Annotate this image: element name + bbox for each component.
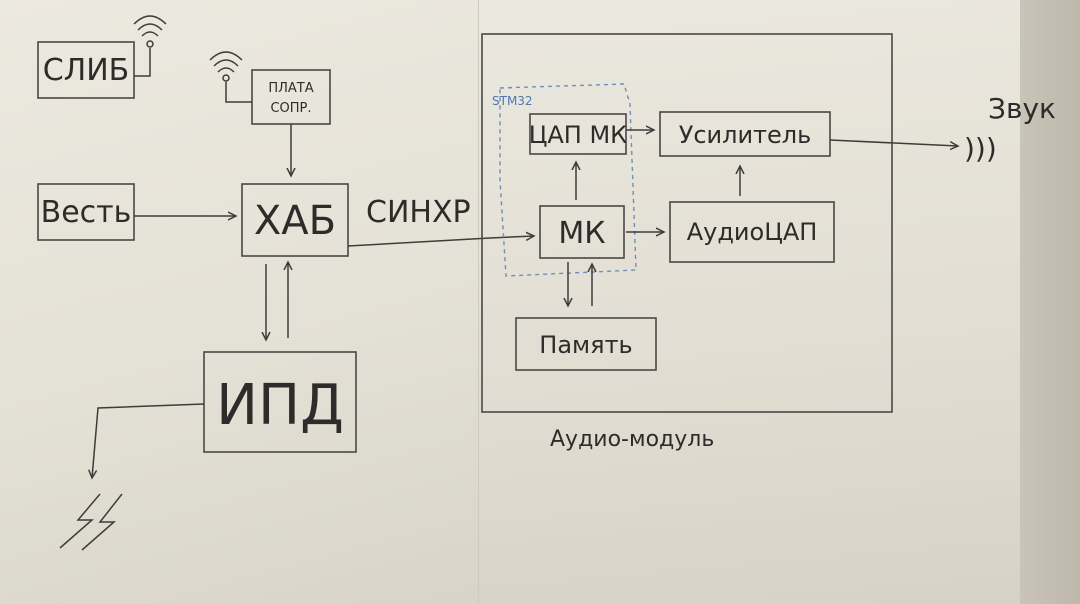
- usilitel-block: Усилитель: [659, 111, 831, 157]
- pamyat-box: [515, 317, 657, 371]
- vest-label: Весть: [41, 195, 132, 230]
- pamyat-label: Память: [539, 331, 632, 359]
- cap-mk-block: ЦАП МК: [529, 113, 627, 155]
- pamyat-block: Память: [515, 317, 657, 371]
- mk-label: МК: [558, 216, 605, 251]
- plata-sopr-block: ПЛАТА СОПР.: [251, 69, 331, 125]
- audio-module-label: Аудио-модуль: [550, 427, 714, 452]
- vest-block: Весть: [37, 183, 135, 241]
- cap-mk-box: [529, 113, 627, 155]
- stm32-region: [499, 83, 637, 277]
- usilitel-label: Усилитель: [679, 121, 812, 149]
- mk-box: [539, 205, 625, 259]
- cap-mk-label: ЦАП МК: [529, 121, 627, 149]
- amp-to-sound-arrow: [829, 139, 958, 146]
- hub-to-mk-arrow: [347, 236, 534, 247]
- paper-edge: [1020, 0, 1080, 604]
- mk-block: МК: [539, 205, 625, 259]
- audiocap-label: АудиоЦАП: [687, 218, 818, 246]
- plata-label: ПЛАТА: [268, 81, 313, 96]
- slib-box: [37, 41, 135, 99]
- audiocap-box: [669, 201, 835, 263]
- slib-label: СЛИБ: [43, 53, 130, 88]
- sound-waves-icon: ))): [964, 132, 997, 165]
- ipd-label: ИПД: [216, 373, 344, 438]
- lightning-icon: [59, 493, 123, 551]
- audio-module-frame: [481, 33, 893, 413]
- hub-block: ХАБ: [241, 183, 349, 257]
- ipd-output-line: [92, 403, 205, 478]
- sopr-label: СОПР.: [270, 101, 311, 116]
- hub-label: ХАБ: [254, 198, 336, 244]
- zvuk-label: Звук: [988, 92, 1056, 125]
- wifi-antenna-icon: [133, 15, 167, 77]
- usilitel-box: [659, 111, 831, 157]
- sinhr-label: СИНХР: [366, 195, 471, 230]
- slib-block: СЛИБ: [37, 41, 135, 99]
- stm32-label: STM32: [492, 94, 533, 108]
- wifi-antenna-icon: [209, 51, 252, 103]
- hub-box: [241, 183, 349, 257]
- audiocap-block: АудиоЦАП: [669, 201, 835, 263]
- ipd-box: [203, 351, 357, 453]
- vest-box: [37, 183, 135, 241]
- ipd-block: ИПД: [203, 351, 357, 453]
- paper-sheet-left: [0, 0, 478, 604]
